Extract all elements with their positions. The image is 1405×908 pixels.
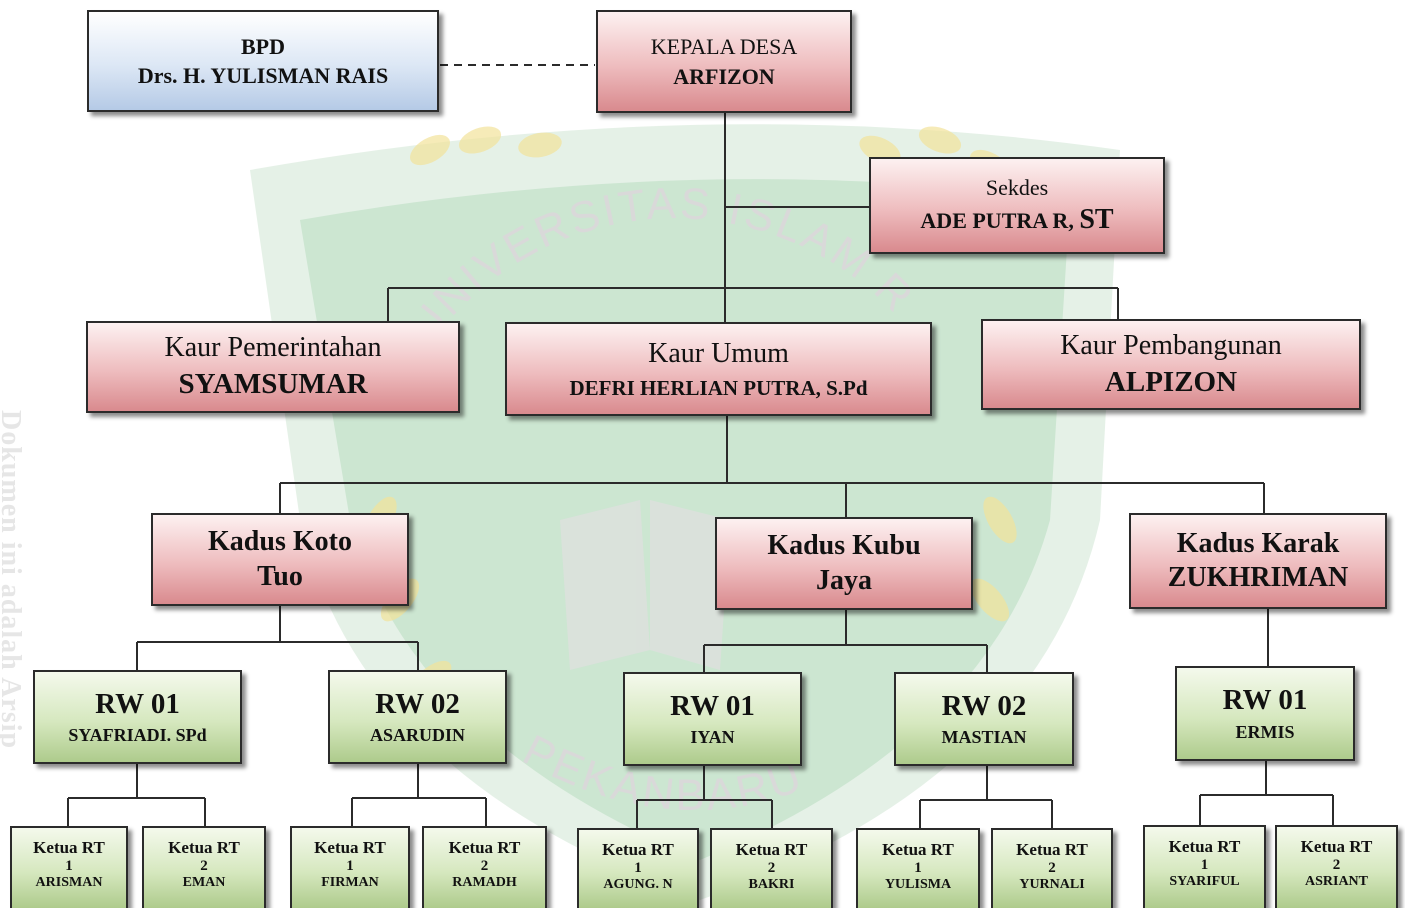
kaur-pemerintahan-role: Kaur Pemerintahan: [164, 332, 382, 364]
kaur-pembangunan-role: Kaur Pembangunan: [1060, 329, 1282, 361]
rw-kubu-02-box: RW 02 MASTIAN: [894, 672, 1074, 766]
rt-label: Ketua RT: [882, 840, 954, 859]
bpd-name: Drs. H. YULISMAN RAIS: [137, 63, 389, 88]
rt-name: AGUNG. N: [603, 876, 673, 892]
rw-koto-02-box: RW 02 ASARUDIN: [328, 670, 507, 764]
rt-name: SYARIFUL: [1169, 873, 1240, 889]
kaur-pemerintahan-box: Kaur Pemerintahan SYAMSUMAR: [86, 321, 460, 413]
sekdes-role: Sekdes: [985, 174, 1049, 200]
rw-title: RW 01: [670, 689, 755, 722]
rt-box: Ketua RT 2 YURNALI: [991, 828, 1113, 908]
rt-label: Ketua RT: [602, 840, 674, 859]
kaur-umum-name: DEFRI HERLIAN PUTRA, S.Pd: [569, 376, 868, 401]
sekdes-name: ADE PUTRA R,: [920, 208, 1080, 234]
rw-title: RW 02: [375, 687, 460, 720]
rt-name: FIRMAN: [321, 874, 379, 890]
kadus-karak-box: Kadus Karak ZUKHRIMAN: [1129, 513, 1387, 609]
kadus-kubu-box: Kadus Kubu Jaya: [715, 517, 973, 610]
rt-label: Ketua RT: [314, 838, 386, 857]
rw-name: ASARUDIN: [369, 725, 465, 746]
rt-box: Ketua RT 2 ASRIANT: [1275, 825, 1398, 908]
kepala-desa-box: KEPALA DESA ARFIZON: [596, 10, 852, 113]
rt-box: Ketua RT 1 ARISMAN: [10, 826, 128, 908]
book-emblem: [560, 500, 730, 670]
rw-koto-01-box: RW 01 SYAFRIADI. SPd: [33, 670, 242, 764]
rw-name: SYAFRIADI. SPd: [68, 725, 207, 746]
rt-number: 1: [634, 859, 642, 876]
sekdes-box: Sekdes ADE PUTRA R, ST: [869, 157, 1165, 254]
rt-box: Ketua RT 1 SYARIFUL: [1143, 825, 1266, 908]
rt-number: 1: [65, 857, 73, 874]
rt-label: Ketua RT: [1168, 837, 1241, 856]
rt-box: Ketua RT 2 BAKRI: [710, 828, 833, 908]
rw-title: RW 01: [1222, 684, 1308, 717]
rt-name: YULISMA: [884, 876, 952, 892]
kaur-pembangunan-box: Kaur Pembangunan ALPIZON: [981, 319, 1361, 410]
rt-number: 1: [914, 859, 922, 876]
kaur-umum-role: Kaur Umum: [648, 337, 789, 369]
rt-number: 2: [480, 857, 489, 874]
rw-name: IYAN: [690, 727, 735, 748]
rw-title: RW 02: [941, 689, 1027, 722]
rt-number: 2: [1048, 859, 1056, 876]
rt-number: 2: [767, 859, 776, 876]
rt-box: Ketua RT 1 AGUNG. N: [577, 828, 699, 908]
rw-title: RW 01: [95, 687, 180, 720]
rt-label: Ketua RT: [735, 840, 808, 859]
rw-name: MASTIAN: [941, 727, 1027, 748]
kadus-koto-line1: Kadus Koto: [208, 526, 352, 558]
rt-number: 2: [200, 857, 208, 874]
rt-number: 1: [346, 857, 354, 874]
rt-box: Ketua RT 2 RAMADH: [422, 826, 547, 908]
kadus-karak-line2: ZUKHRIMAN: [1167, 562, 1349, 593]
rt-name: YURNALI: [1019, 876, 1085, 892]
rt-label: Ketua RT: [1016, 840, 1088, 859]
rt-label: Ketua RT: [33, 838, 105, 857]
rw-karak-01-box: RW 01 ERMIS: [1175, 666, 1355, 761]
bpd-box: BPD Drs. H. YULISMAN RAIS: [87, 10, 439, 112]
kadus-koto-box: Kadus Koto Tuo: [151, 513, 409, 606]
rt-number: 2: [1332, 856, 1341, 873]
kaur-umum-box: Kaur Umum DEFRI HERLIAN PUTRA, S.Pd: [505, 322, 932, 416]
rt-box: Ketua RT 1 YULISMA: [856, 828, 980, 908]
rt-name: BAKRI: [748, 876, 795, 892]
kadus-karak-line1: Kadus Karak: [1176, 527, 1340, 559]
watermark-side-text: Dokumen ini adalah Arsip: [0, 410, 26, 750]
kepala-desa-name: ARFIZON: [673, 63, 775, 89]
rt-name: EMAN: [182, 874, 226, 890]
rw-name: ERMIS: [1235, 721, 1295, 742]
rt-name: ASRIANT: [1304, 873, 1368, 889]
kepala-desa-role: KEPALA DESA: [650, 34, 798, 60]
rt-label: Ketua RT: [168, 838, 240, 857]
rt-number: 1: [1200, 856, 1209, 873]
sekdes-name-suffix: ST: [1079, 204, 1114, 236]
kadus-kubu-line2: Jaya: [816, 564, 872, 596]
kadus-kubu-line1: Kadus Kubu: [767, 530, 921, 562]
kadus-koto-line2: Tuo: [257, 560, 303, 592]
rt-label: Ketua RT: [1300, 837, 1373, 856]
kaur-pemerintahan-name: SYAMSUMAR: [178, 368, 368, 401]
kaur-pembangunan-name: ALPIZON: [1104, 365, 1238, 398]
rt-box: Ketua RT 1 FIRMAN: [290, 826, 410, 908]
rw-kubu-01-box: RW 01 IYAN: [623, 672, 802, 766]
bpd-role: BPD: [241, 33, 285, 59]
rt-name: ARISMAN: [35, 874, 103, 890]
rt-label: Ketua RT: [448, 838, 521, 857]
rt-box: Ketua RT 2 EMAN: [142, 826, 266, 908]
rt-name: RAMADH: [452, 874, 517, 890]
